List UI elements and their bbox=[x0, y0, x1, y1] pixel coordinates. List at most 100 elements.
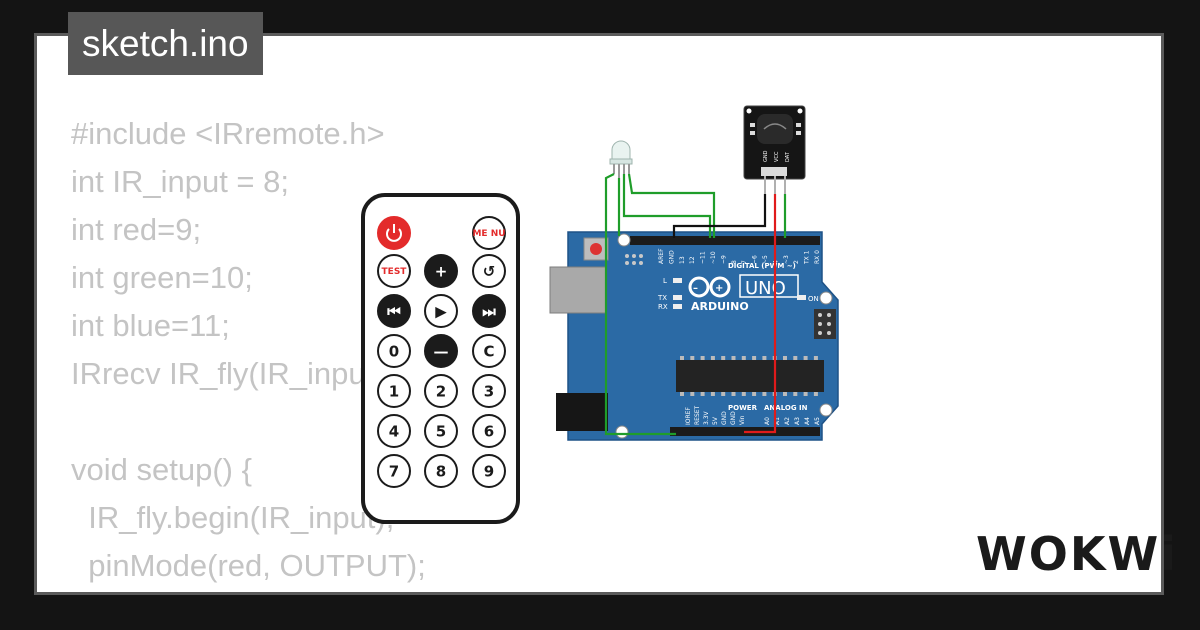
pin-label-analog: A2 bbox=[784, 417, 791, 425]
led-label-tx: TX bbox=[657, 294, 667, 302]
pin-label-power: Vin bbox=[739, 415, 746, 425]
pin-label-digital: ~5 bbox=[762, 255, 769, 264]
pin-label-power: 5V bbox=[712, 416, 719, 425]
ir-remote[interactable]: ME NU TEST + ↺ ⏮ ▶ ⏭ 0 — C 1 2 3 4 5 6 7 8 9 bbox=[361, 193, 520, 524]
pin-label-digital: 13 bbox=[679, 256, 686, 264]
remote-button-label: 4 bbox=[389, 422, 399, 440]
remote-button-label: 3 bbox=[484, 382, 494, 400]
arduino-uno-board[interactable]: – + ARDUINO UNO DIGITAL (PWM ~) ANALOG I… bbox=[549, 231, 839, 441]
pin-label-digital: ~6 bbox=[752, 255, 759, 264]
pin-label-digital: TX 1 bbox=[804, 250, 811, 265]
logo-minus: – bbox=[693, 283, 698, 294]
pin-label-analog: A4 bbox=[804, 417, 811, 425]
on-label: ON bbox=[808, 295, 819, 303]
remote-button-minus[interactable]: — bbox=[424, 334, 458, 368]
remote-button-label: 8 bbox=[436, 462, 446, 480]
code-line: int red=9; bbox=[71, 212, 202, 247]
arduino-model-text: UNO bbox=[745, 278, 786, 299]
pin-label-analog: A5 bbox=[814, 417, 821, 425]
power-icon bbox=[386, 228, 402, 242]
remote-button-next[interactable]: ⏭ bbox=[472, 294, 506, 328]
pin-label-power: GND bbox=[721, 411, 728, 425]
code-line: #include <IRremote.h> bbox=[71, 116, 385, 151]
code-line: pinMode(red, OUTPUT); bbox=[71, 548, 426, 583]
remote-button-power[interactable] bbox=[377, 216, 411, 250]
pin-label-digital: 8 bbox=[731, 260, 738, 264]
pin-label-digital: GND bbox=[668, 250, 675, 264]
reset-button[interactable] bbox=[590, 243, 602, 255]
remote-button-five[interactable]: 5 bbox=[424, 414, 458, 448]
remote-button-nine[interactable]: 9 bbox=[472, 454, 506, 488]
wire-ir-gnd bbox=[672, 194, 767, 238]
wire-led-gnd bbox=[604, 173, 676, 436]
pin-label-digital: 12 bbox=[689, 256, 696, 264]
logo-plus: + bbox=[715, 283, 723, 294]
ir-pin-vcc: VCC bbox=[774, 151, 780, 162]
remote-button-label: TEST bbox=[382, 267, 408, 277]
remote-button-prev[interactable]: ⏮ bbox=[377, 294, 411, 328]
pin-label-digital: 2 bbox=[793, 260, 800, 264]
remote-button-label: 2 bbox=[436, 382, 446, 400]
remote-button-label: 9 bbox=[484, 462, 494, 480]
remote-button-label: 6 bbox=[484, 422, 494, 440]
remote-button-two[interactable]: 2 bbox=[424, 374, 458, 408]
pin-label-digital: AREF bbox=[658, 248, 665, 264]
pin-label-power: IOREF bbox=[685, 407, 692, 425]
wokwi-logo: WOKWi bbox=[976, 527, 1178, 581]
rgb-led[interactable] bbox=[609, 140, 633, 178]
pin-label-power: 3.3V bbox=[703, 410, 710, 425]
remote-button-back[interactable]: ↺ bbox=[472, 254, 506, 288]
remote-button-label: ME NU bbox=[472, 229, 505, 239]
ir-sensor-dome bbox=[757, 114, 793, 144]
arduino-brand-text: ARDUINO bbox=[691, 300, 749, 313]
remote-button-four[interactable]: 4 bbox=[377, 414, 411, 448]
ir-receiver-module[interactable]: GND VCC DAT bbox=[743, 105, 806, 194]
code-line: IR_fly.begin(IR_input); bbox=[71, 500, 395, 535]
code-preview: #include <IRremote.h> int IR_input = 8; in… bbox=[71, 110, 460, 592]
led-label-rx: RX bbox=[658, 303, 668, 311]
remote-button-test[interactable]: TEST bbox=[377, 254, 411, 288]
remote-button-label: 7 bbox=[389, 462, 399, 480]
sketch-title: sketch.ino bbox=[68, 12, 263, 75]
pin-label-digital: ~11 bbox=[700, 251, 707, 264]
wire-led-green-pin bbox=[627, 173, 716, 238]
remote-button-label: 0 bbox=[389, 342, 399, 360]
remote-button-six[interactable]: 6 bbox=[472, 414, 506, 448]
remote-button-seven[interactable]: 7 bbox=[377, 454, 411, 488]
remote-button-menu[interactable]: ME NU bbox=[472, 216, 506, 250]
pin-label-digital: ~10 bbox=[710, 251, 717, 264]
remote-button-play[interactable]: ▶ bbox=[424, 294, 458, 328]
ir-pin-dat: DAT bbox=[785, 151, 791, 162]
remote-button-three[interactable]: 3 bbox=[472, 374, 506, 408]
remote-button-label: ▶ bbox=[435, 302, 447, 320]
code-line: void setup() { bbox=[71, 452, 252, 487]
analog-label: ANALOG IN bbox=[764, 404, 808, 412]
remote-button-one[interactable]: 1 bbox=[377, 374, 411, 408]
remote-button-zero[interactable]: 0 bbox=[377, 334, 411, 368]
preview-card: #include <IRremote.h> int IR_input = 8; in… bbox=[34, 33, 1164, 595]
pin-label-digital: ~9 bbox=[720, 255, 727, 264]
remote-button-label: ↺ bbox=[483, 262, 496, 280]
code-line: int blue=11; bbox=[71, 308, 230, 343]
code-line: int green=10; bbox=[71, 260, 253, 295]
power-label: POWER bbox=[728, 404, 758, 412]
ir-pin-gnd: GND bbox=[763, 150, 769, 162]
remote-button-label: — bbox=[434, 342, 449, 360]
led-label-l: L bbox=[663, 277, 667, 285]
pin-label-analog: A0 bbox=[764, 417, 771, 425]
pin-label-digital: ~3 bbox=[783, 255, 790, 264]
digital-label: DIGITAL (PWM ~) bbox=[728, 262, 796, 270]
remote-button-label: + bbox=[435, 262, 448, 280]
remote-button-eight[interactable]: 8 bbox=[424, 454, 458, 488]
remote-button-label: ⏭ bbox=[482, 302, 496, 320]
pin-label-power: GND bbox=[730, 411, 737, 425]
remote-button-plus[interactable]: + bbox=[424, 254, 458, 288]
remote-button-label: C bbox=[483, 342, 494, 360]
code-line: int IR_input = 8; bbox=[71, 164, 289, 199]
wire-led-red-pin bbox=[622, 174, 712, 238]
pin-label-digital: RX 0 bbox=[814, 250, 821, 264]
digital-header[interactable] bbox=[630, 236, 820, 245]
atmega-chip bbox=[676, 360, 824, 392]
remote-button-clear[interactable]: C bbox=[472, 334, 506, 368]
